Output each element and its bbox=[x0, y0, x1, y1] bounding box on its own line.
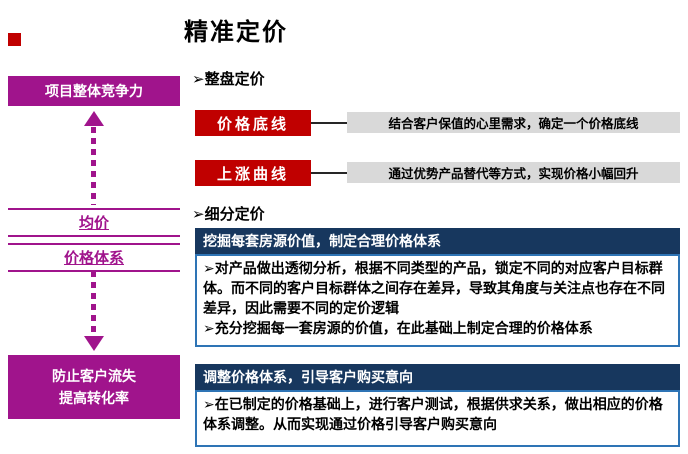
value-mining-bullet-1: ➢对产品做出透彻分析，根据不同类型的产品，锁定不同的对应客户目标群体。而不同的客… bbox=[203, 260, 665, 316]
left-flow-average-price-box: 均价 bbox=[8, 208, 180, 237]
connector-line-1 bbox=[311, 122, 347, 124]
slide-title: 精准定价 bbox=[184, 19, 288, 46]
overall-pricing-heading: ➢整盘定价 bbox=[192, 71, 265, 88]
left-flow-top-box: 项目整体竞争力 bbox=[8, 76, 180, 106]
rise-curve-desc: 通过优势产品替代等方式，实现价格小幅回升 bbox=[347, 162, 680, 183]
price-floor-desc: 结合客户保值的心里需求，确定一个价格底线 bbox=[347, 112, 680, 133]
price-floor-box: 价格底线 bbox=[195, 110, 311, 136]
dashed-connector-down bbox=[91, 271, 96, 336]
bottom-box-line2: 提高转化率 bbox=[59, 390, 129, 406]
value-mining-bullet-2: ➢充分挖掘每一套房源的价值，在此基础上制定合理的价格体系 bbox=[203, 319, 593, 336]
adjust-system-header: 调整价格体系，引导客户购买意向 bbox=[195, 364, 680, 390]
left-flow-bottom-box: 防止客户流失 提高转化率 bbox=[8, 355, 180, 419]
dashed-connector-up bbox=[91, 127, 96, 205]
value-mining-header: 挖掘每套房源价值，制定合理价格体系 bbox=[195, 228, 680, 254]
value-mining-body: ➢对产品做出透彻分析，根据不同类型的产品，锁定不同的对应客户目标群体。而不同的客… bbox=[195, 254, 680, 347]
average-price-label: 均价 bbox=[78, 215, 109, 232]
corner-accent-square-icon bbox=[8, 33, 21, 46]
adjust-system-bullet-1: ➢在已制定的价格基础上，进行客户测试，根据供求关系，做出相应的价格体系调整。从而… bbox=[203, 396, 663, 432]
arrow-up-icon bbox=[84, 111, 104, 126]
rise-curve-box: 上涨曲线 bbox=[195, 160, 311, 186]
left-flow-price-system-box: 价格体系 bbox=[8, 243, 180, 272]
price-system-label: 价格体系 bbox=[63, 250, 124, 267]
bottom-box-line1: 防止客户流失 bbox=[52, 367, 136, 384]
arrow-down-icon bbox=[84, 336, 104, 351]
connector-line-2 bbox=[311, 172, 347, 174]
segment-pricing-heading: ➢细分定价 bbox=[192, 206, 265, 223]
adjust-system-body: ➢在已制定的价格基础上，进行客户测试，根据供求关系，做出相应的价格体系调整。从而… bbox=[195, 390, 680, 447]
